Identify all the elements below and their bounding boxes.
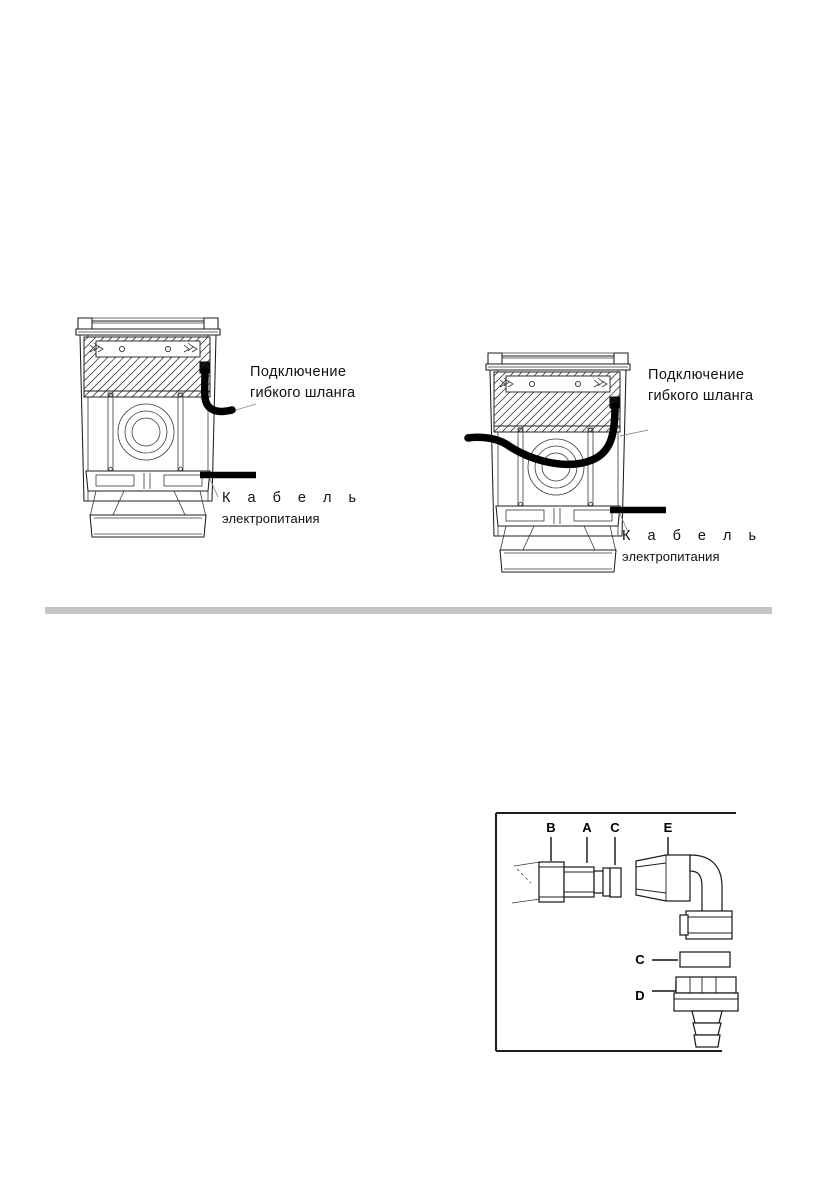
appliance-lid	[485, 352, 631, 371]
fitting-label-d: D	[635, 988, 644, 1003]
cable-leader-line	[209, 478, 219, 498]
fitting-label-c-top: C	[610, 820, 620, 835]
appliance-base	[89, 490, 207, 538]
hose-leader-line	[619, 429, 649, 437]
fitting-label-a: A	[582, 820, 592, 835]
hose-leader-line	[235, 403, 257, 411]
part-e-elbow	[635, 854, 733, 940]
callout-line-1: К а б е л ь	[222, 490, 363, 506]
callout-power-cable-left: К а б е л ь электропитания	[222, 487, 363, 530]
flexible-hose	[199, 361, 236, 416]
figure-right-appliance	[460, 340, 820, 585]
figure-left-appliance	[60, 305, 405, 550]
callout-line-2: электропитания	[622, 549, 720, 565]
callout-hose-connection-left: Подключение гибкого шланга	[250, 362, 355, 405]
fitting-label-e: E	[664, 820, 673, 835]
control-compartment-hatched	[83, 336, 211, 398]
callout-line-2: электропитания	[222, 511, 320, 527]
callout-line-1: Подключение	[648, 367, 745, 383]
part-a-adaptor	[563, 866, 611, 898]
left-appliance-drawing	[75, 317, 257, 538]
right-appliance-drawing	[464, 352, 666, 573]
fittings-frame	[494, 811, 736, 1053]
figure-fittings: B A C E	[490, 805, 750, 1060]
fitting-label-b: B	[546, 820, 555, 835]
callout-line-1: К а б е л ь	[622, 528, 763, 544]
fitting-leader-lines	[550, 837, 669, 865]
appliance-base	[499, 525, 617, 573]
cable-leader-line	[619, 513, 629, 533]
fitting-d-leader-line	[652, 981, 677, 992]
callout-line-1: Подключение	[250, 364, 347, 380]
appliance-lid	[75, 317, 221, 336]
callout-hose-connection-right: Подключение гибкого шланга	[648, 365, 753, 408]
service-panel	[495, 505, 621, 527]
callout-power-cable-right: К а б е л ь электропитания	[622, 525, 763, 568]
callout-line-2: гибкого шланга	[250, 385, 356, 402]
part-inlet-pipe	[511, 861, 541, 904]
control-compartment-hatched	[493, 371, 621, 433]
flexible-hose	[464, 396, 620, 469]
part-d-hose-barb	[673, 976, 739, 1048]
service-panel	[85, 470, 211, 492]
callout-line-2: гибкого шланга	[648, 388, 754, 405]
fitting-label-c-mid: C	[635, 952, 645, 967]
drum-outline	[117, 403, 175, 461]
fittings-exploded-drawing: B A C E	[494, 811, 739, 1053]
part-b-hex-nut	[538, 861, 565, 903]
part-c-washer-top	[609, 867, 622, 898]
section-divider	[45, 607, 772, 614]
part-c-washer-mid	[679, 951, 731, 968]
